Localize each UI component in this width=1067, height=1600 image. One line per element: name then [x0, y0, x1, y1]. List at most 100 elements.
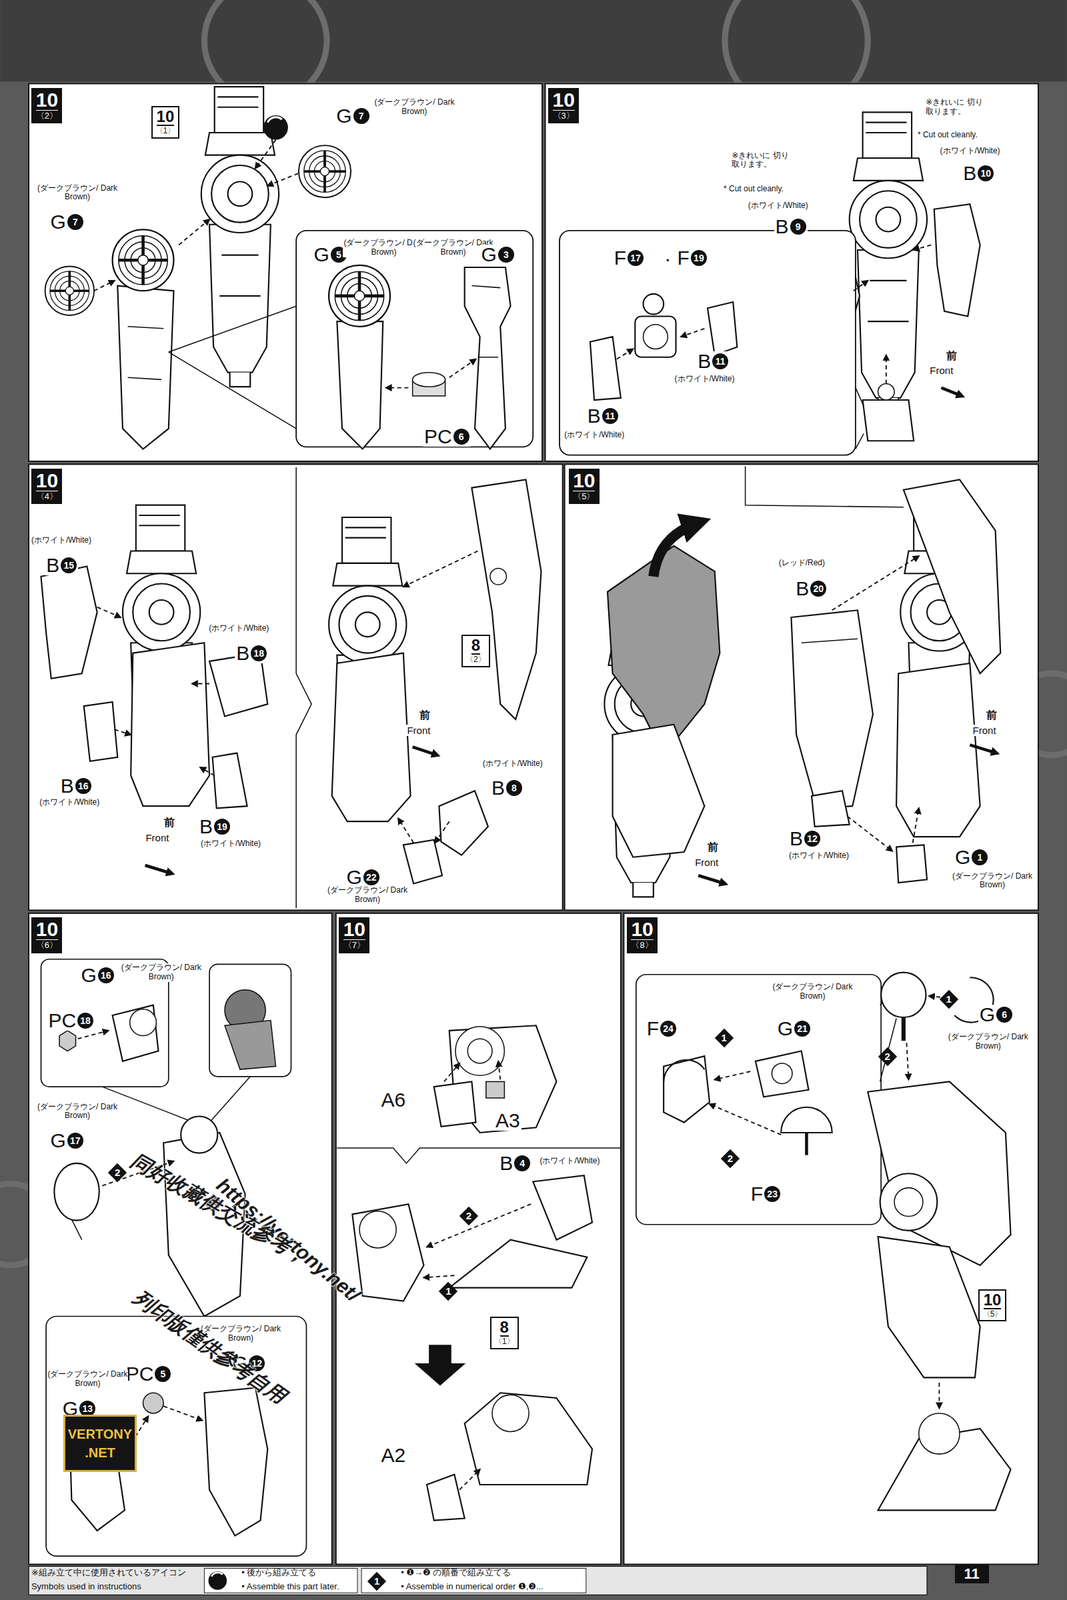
drawing-path — [464, 1393, 593, 1486]
drawing-path — [40, 566, 97, 679]
color-note: (ホワイト/White) — [747, 201, 809, 211]
drawing-path — [117, 286, 174, 450]
drawing-path — [204, 1388, 268, 1537]
part-number: 10 — [977, 165, 994, 182]
drawing-path — [444, 1063, 460, 1083]
color-note: (ダークブラウン/ Dark Brown) — [373, 98, 455, 117]
front-direction: Front — [144, 832, 170, 844]
drawing-ellipse — [54, 1163, 99, 1222]
drawing-path — [352, 1204, 424, 1302]
reference-badge: 8〈2〉 — [461, 634, 491, 667]
drawing-rect — [361, 1569, 587, 1594]
drawing-path — [698, 875, 725, 884]
order-marker: 2 — [108, 1163, 127, 1183]
part-callout: PC6 — [422, 426, 471, 447]
drawing-path — [471, 286, 501, 358]
drawing-path — [707, 302, 737, 356]
part-callout: G7 — [48, 212, 85, 233]
drawing-path — [438, 790, 488, 855]
drawing-path — [426, 1475, 465, 1522]
part-number: 24 — [660, 1020, 677, 1037]
color-note: (ホワイト/White) — [200, 839, 262, 849]
drawing-rect — [0, 0, 1067, 82]
part-callout: B16 — [59, 776, 93, 797]
part-number: 19 — [690, 250, 707, 267]
drawing-path — [790, 610, 873, 809]
runner-letter: B — [775, 216, 789, 237]
substep-number: 〈5〉 — [982, 1309, 1003, 1320]
substep-number: 〈2〉 — [465, 654, 487, 665]
color-note: (ダークブラウン/ Dark Brown) — [36, 1103, 119, 1122]
runner-letter: PC — [424, 426, 453, 447]
runner-letter: B — [491, 778, 505, 799]
drawing-path — [102, 1077, 251, 1124]
step-badge: 10〈6〉 — [31, 917, 63, 954]
drawing-path — [267, 173, 299, 186]
step-badge: 10〈3〉 — [548, 88, 579, 125]
drawing-path — [459, 1469, 481, 1491]
drawing-path — [212, 753, 248, 809]
part-callout: B11 — [696, 351, 730, 372]
drawing-rect — [209, 964, 291, 1077]
drawing-path — [969, 744, 997, 753]
drawing-rect — [559, 230, 856, 456]
front-direction: Front — [694, 856, 719, 869]
drawing-path — [145, 865, 173, 874]
runner-letter: B — [962, 163, 977, 184]
drawing-path — [403, 551, 479, 588]
color-note: (ダークブラウン/ Dark Brown) — [326, 886, 409, 905]
cut-note: ※きれいに 切り取ります。 — [924, 98, 990, 117]
step-number: 10 — [983, 1292, 1002, 1310]
color-note: (レッド/Red) — [778, 558, 826, 569]
drawing-path — [94, 280, 115, 291]
runner-letter: F — [677, 248, 690, 269]
part-callout: G7 — [334, 106, 371, 127]
runner-letter: B — [60, 776, 75, 797]
runner-letter: G — [50, 1131, 66, 1152]
part-callout: F23 — [749, 1184, 782, 1205]
legend-text: • 後から組み立てる — [240, 1568, 317, 1579]
runner-letter: F — [614, 248, 627, 269]
part-number: 7 — [353, 108, 370, 125]
part-callout: G6 — [978, 1004, 1014, 1025]
drawing-g — [97, 551, 479, 844]
drawing-path — [896, 663, 981, 837]
drawing-path — [745, 466, 904, 507]
runner-letter: B — [789, 828, 803, 849]
drawing-circle — [880, 972, 926, 1018]
color-note: * Cut out cleanly. — [916, 130, 979, 141]
front-direction: 前 — [945, 350, 958, 363]
part-callout: A3 — [494, 1111, 522, 1132]
drawing-path — [386, 387, 409, 389]
runner-letter: B — [795, 578, 809, 599]
drawing-path — [434, 821, 449, 843]
part-callout: A6 — [380, 1090, 408, 1111]
watermark: 列印版僅供參考自用 — [128, 1285, 292, 1411]
runner-letter: B — [46, 555, 60, 576]
drawing-path — [532, 1175, 593, 1240]
runner-letter: G — [314, 244, 330, 265]
substep-number: 〈3〉 — [552, 110, 575, 122]
color-note: (ダークブラウン/ Dark Brown) — [951, 872, 1033, 891]
drawing-path — [71, 1219, 82, 1241]
drawing-rect — [28, 84, 543, 462]
drawing-circle — [918, 1413, 960, 1455]
part-number: 20 — [810, 580, 827, 597]
drawing-path — [612, 724, 705, 858]
drawing-circle — [643, 324, 669, 350]
part-number: 5 — [154, 1366, 171, 1383]
part-number: 6 — [453, 428, 470, 445]
front-direction: 前 — [706, 841, 719, 854]
drawing-path — [811, 790, 850, 827]
drawing-path — [471, 479, 541, 720]
substep-number: 〈1〉 — [155, 126, 177, 136]
drawing-path — [901, 1017, 906, 1041]
drawing-path — [663, 1056, 710, 1123]
drawing-path — [680, 328, 705, 337]
drawing-circle — [143, 1393, 165, 1414]
drawing-path — [862, 400, 915, 441]
drawing-rect — [486, 1081, 505, 1098]
step-number: 10 — [552, 90, 575, 111]
color-note: (ホワイト/White) — [788, 851, 850, 861]
